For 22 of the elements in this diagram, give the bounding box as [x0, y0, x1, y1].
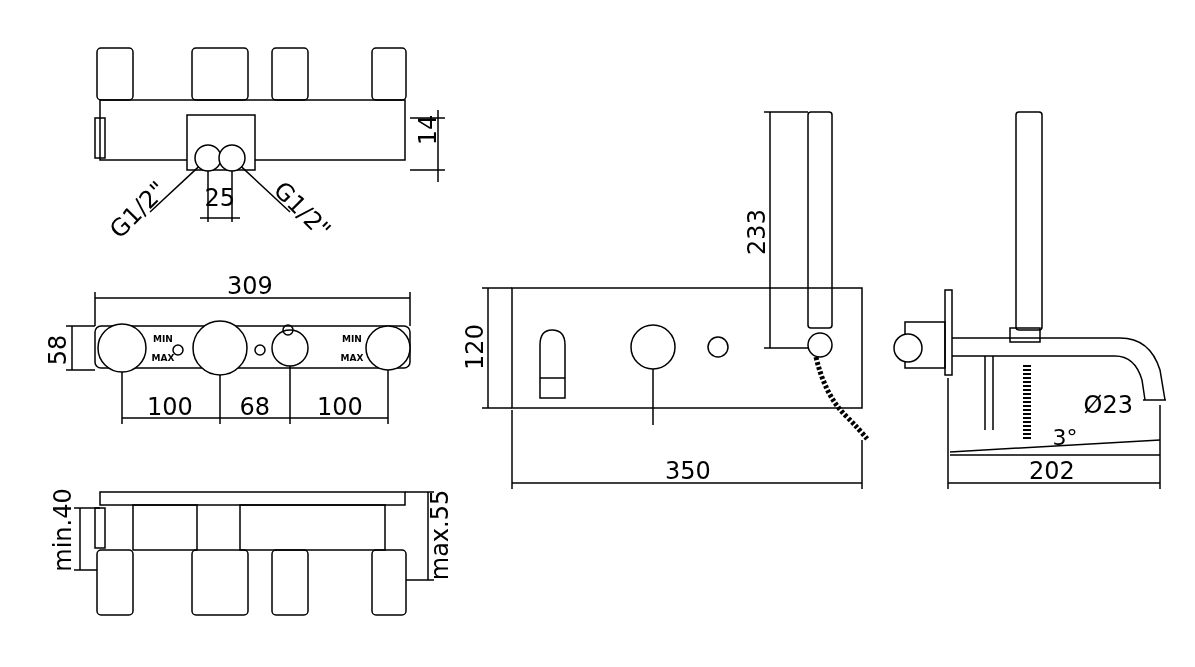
dimension-label: 58 [45, 334, 70, 366]
scale-marking: MIN [342, 334, 362, 344]
scale-marking: MIN [153, 334, 173, 344]
dimension-label: 3° [1052, 427, 1078, 449]
scale-marking: MAX [151, 353, 175, 363]
dimension-label: 100 [317, 395, 363, 419]
scale-marking: MAX [340, 353, 364, 363]
dimension-label: 68 [239, 395, 271, 419]
dimension-label: 350 [665, 459, 711, 483]
dimension-label: 309 [227, 274, 273, 298]
dimension-label: max.55 [428, 489, 453, 581]
leader-line [149, 166, 200, 213]
dimension-label: 14 [415, 114, 440, 146]
inlet-connection [218, 144, 246, 172]
dimension-label: 120 [462, 324, 487, 370]
dimension-label: min.40 [50, 488, 75, 572]
dimension-label: 233 [744, 209, 769, 255]
dimension-label: 202 [1029, 459, 1075, 483]
leader-line [240, 166, 291, 213]
dimension-label: Ø23 [1083, 393, 1133, 417]
inlet-connection [194, 144, 222, 172]
dimension-label: 100 [147, 395, 193, 419]
